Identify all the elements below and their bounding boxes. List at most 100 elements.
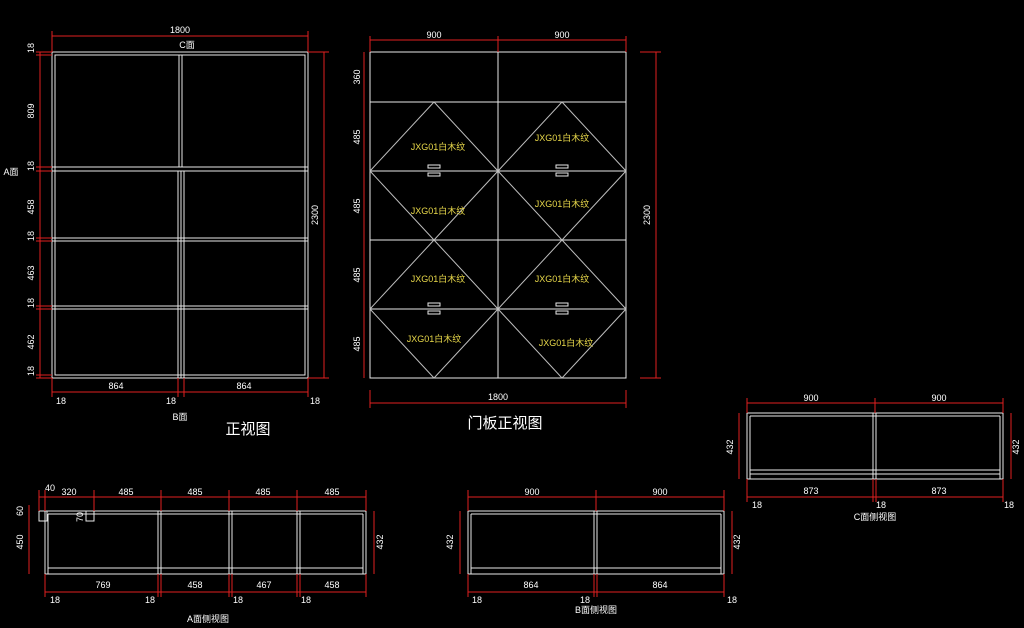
dim-bottom-panel-0: 18 — [472, 595, 482, 605]
material-label: JXG01白木纹 — [535, 198, 590, 209]
door-handles — [427, 164, 569, 315]
handle-icon — [427, 310, 441, 315]
dim-left-4: 18 — [26, 231, 36, 241]
handle-icon — [555, 310, 569, 315]
dim-left-1: 485 — [352, 129, 362, 144]
dim-top-0: 900 — [524, 487, 539, 497]
dim-top-2: 485 — [118, 487, 133, 497]
a-side-view-title: A面侧视图 — [187, 613, 229, 624]
dim-bottom-inner-1: 873 — [931, 486, 946, 496]
dim-bottom-inner-0: 873 — [803, 486, 818, 496]
dim-top-5: 485 — [324, 487, 339, 497]
dim-top-3: 485 — [187, 487, 202, 497]
dim-bottom-inner-0: 864 — [523, 580, 538, 590]
dim-left-0: 360 — [352, 69, 362, 84]
dim-bottom-inner-2: 467 — [256, 580, 271, 590]
dim-left-2: 485 — [352, 198, 362, 213]
handle-icon — [427, 302, 441, 307]
door-opening-line — [369, 239, 499, 310]
handle-icon — [427, 172, 441, 177]
handle-icon — [555, 164, 569, 169]
dim-left-5: 463 — [26, 265, 36, 280]
dim-bottom-panel-1: 18 — [876, 500, 886, 510]
dim-bottom-panel-0: 18 — [50, 595, 60, 605]
dim-right: 432 — [1011, 439, 1021, 454]
dim-right: 432 — [732, 534, 742, 549]
dim-bottom-panel-1: 18 — [166, 396, 176, 406]
dim-ticks — [36, 51, 52, 379]
material-label: JXG01白木纹 — [407, 333, 462, 344]
door-opening-line — [497, 101, 627, 172]
door-opening-line — [369, 101, 499, 172]
b-side-view: 900 900 432 432 864 864 18 18 18 B面侧视图 — [445, 487, 742, 615]
material-label: JXG01白木纹 — [539, 337, 594, 348]
dim-left-4: 485 — [352, 336, 362, 351]
dim-left-3: 458 — [26, 199, 36, 214]
dim-width-total: 1800 — [170, 25, 190, 35]
face-a-label: A面 — [3, 167, 18, 177]
dim-inner: 70 — [75, 512, 85, 522]
c-side-view: 900 900 432 432 873 873 18 18 18 C面侧视图 — [725, 393, 1021, 522]
dim-left-1: 809 — [26, 103, 36, 118]
door-opening-line — [369, 308, 499, 379]
front-outline — [51, 51, 309, 379]
dim-bottom-panel-3: 18 — [301, 595, 311, 605]
door-opening-line — [497, 239, 627, 310]
material-label: JXG01白木纹 — [411, 273, 466, 284]
c-side-outline — [746, 412, 1004, 480]
door-opening-lines — [369, 101, 627, 379]
c-side-view-title: C面侧视图 — [854, 511, 897, 522]
dim-left-2: 18 — [26, 161, 36, 171]
dim-left-0: 60 — [15, 506, 25, 516]
dim-left-0: 18 — [26, 43, 36, 53]
dim-bottom-panel-0: 18 — [752, 500, 762, 510]
dim-top-4: 485 — [255, 487, 270, 497]
dim-left-7: 462 — [26, 334, 36, 349]
dim-width-total: 1800 — [488, 392, 508, 402]
dim-bottom-panel-2: 18 — [310, 396, 320, 406]
dim-top-1: 320 — [61, 487, 76, 497]
a-side-outline — [44, 510, 367, 575]
notch — [85, 510, 95, 522]
door-view-title: 门板正视图 — [467, 414, 542, 432]
dim-bottom-inner-1: 864 — [652, 580, 667, 590]
dim-bottom-panel-1: 18 — [580, 595, 590, 605]
face-b-label: B面 — [172, 412, 187, 422]
dim-right: 432 — [375, 534, 385, 549]
handle-icon — [427, 164, 441, 169]
dim-top-0: 900 — [803, 393, 818, 403]
dim-height-total: 2300 — [642, 205, 652, 225]
dim-left: 432 — [725, 439, 735, 454]
dim-bottom-inner-1: 458 — [187, 580, 202, 590]
dim-bottom-panel-2: 18 — [727, 595, 737, 605]
front-inner-outline — [54, 54, 306, 376]
dim-bottom-panel-1: 18 — [145, 595, 155, 605]
door-view: JXG01白木纹 JXG01白木纹 JXG01白木纹 JXG01白木纹 JXG0… — [352, 30, 661, 432]
b-side-outline — [467, 510, 725, 575]
dim-bottom-inner-0: 769 — [95, 580, 110, 590]
dim-left-3: 485 — [352, 267, 362, 282]
b-side-view-title: B面侧视图 — [575, 604, 617, 615]
material-label: JXG01白木纹 — [535, 273, 590, 284]
dim-bottom-inner-3: 458 — [324, 580, 339, 590]
door-opening-line — [497, 308, 627, 379]
dim-top-0: 900 — [426, 30, 441, 40]
dim-bottom-panel-0: 18 — [56, 396, 66, 406]
dim-left-6: 18 — [26, 298, 36, 308]
notch — [38, 510, 48, 522]
dim-top-1: 900 — [554, 30, 569, 40]
dim-bottom-panel-2: 18 — [233, 595, 243, 605]
dim-top-0: 40 — [45, 483, 55, 493]
dim-top-1: 900 — [931, 393, 946, 403]
dim-bottom-inner-1: 864 — [236, 381, 251, 391]
face-c-label: C面 — [179, 40, 195, 50]
material-label: JXG01白木纹 — [535, 132, 590, 143]
dim-left: 432 — [445, 534, 455, 549]
dim-bottom-inner-0: 864 — [108, 381, 123, 391]
dim-left-8: 18 — [26, 366, 36, 376]
front-view: 1800 C面 2300 18 809 18 458 18 463 18 462… — [3, 25, 329, 438]
dim-left-1: 450 — [15, 534, 25, 549]
dim-bottom-panel-2: 18 — [1004, 500, 1014, 510]
material-label: JXG01白木纹 — [411, 205, 466, 216]
